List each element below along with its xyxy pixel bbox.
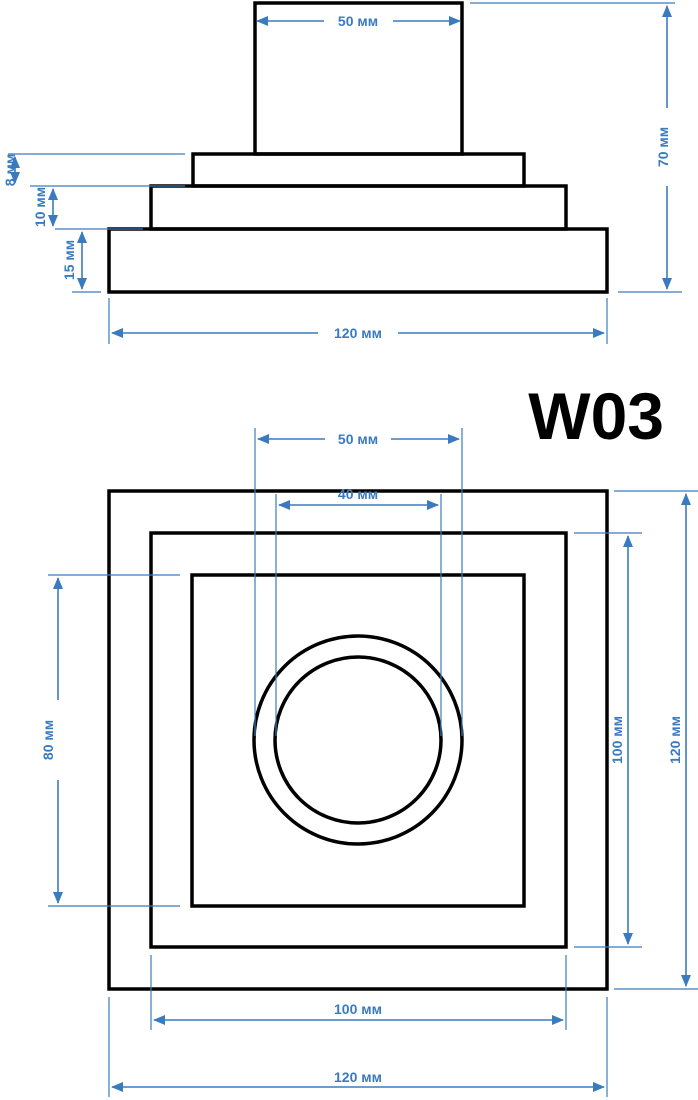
model-title: W03	[528, 379, 664, 453]
label-outer-square-width: 120 мм	[334, 1069, 382, 1085]
side-view: 50 мм 70 мм 8 мм 10 мм 15 мм 120 мм	[2, 1, 682, 344]
side-base	[107, 227, 609, 294]
label-inner-circle: 40 мм	[338, 486, 378, 502]
outer-square	[107, 489, 609, 991]
label-middle-square-height: 100 мм	[609, 716, 625, 764]
top-view: 50 мм 40 мм 80 мм 100 мм 120 мм 100 мм 1…	[40, 428, 698, 1097]
side-step-2	[149, 184, 568, 231]
label-outer-square-height: 120 мм	[667, 716, 683, 764]
label-inner-square: 80 мм	[40, 720, 56, 760]
middle-square	[149, 531, 568, 949]
label-total-height: 70 мм	[655, 127, 671, 167]
label-step-2: 10 мм	[32, 187, 48, 227]
label-step-1: 8 мм	[2, 154, 18, 186]
label-base-width: 120 мм	[334, 325, 382, 341]
label-step-3: 15 мм	[61, 240, 77, 280]
outer-circle	[252, 634, 464, 846]
label-middle-square-width: 100 мм	[334, 1001, 382, 1017]
inner-square	[190, 573, 526, 908]
side-step-1	[191, 152, 526, 188]
inner-circle	[273, 655, 443, 825]
label-outer-circle: 50 мм	[338, 431, 378, 447]
label-top-width: 50 мм	[338, 13, 378, 29]
